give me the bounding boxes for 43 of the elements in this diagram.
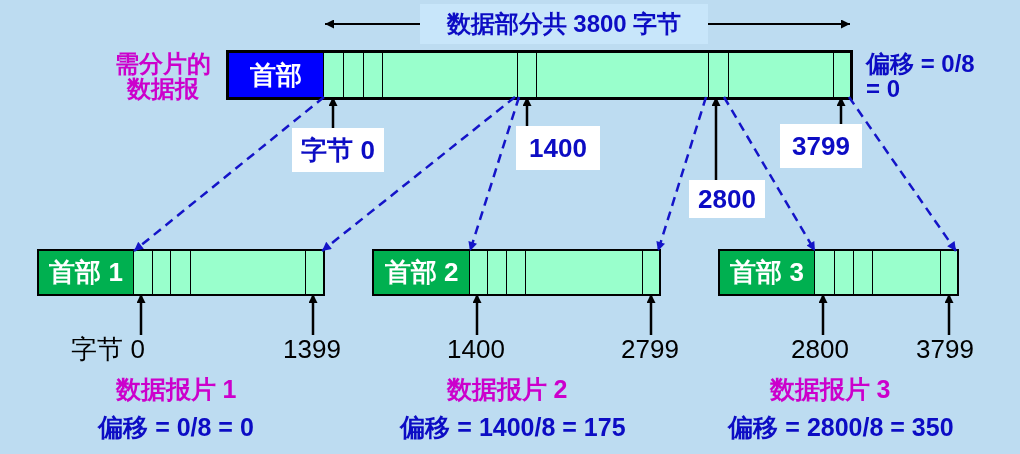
leader-arrow (136, 294, 146, 335)
leader-arrow (836, 97, 846, 124)
leader-arrow (472, 294, 482, 335)
data-segment (323, 53, 850, 97)
data-segment (133, 251, 323, 294)
header-block: 首部 (229, 53, 323, 97)
header-block: 首部 3 (720, 251, 814, 294)
byte-label: 字节 0 (292, 128, 384, 172)
byte-label: 1399 (283, 335, 341, 364)
byte-label: 1400 (447, 335, 505, 364)
byte-label: 1400 (516, 126, 600, 170)
offset-label: 偏移 = 1400/8 = 175 (400, 414, 626, 441)
dashed-arrow (722, 96, 817, 252)
leader-arrow (944, 294, 954, 335)
offset-label: 偏移 = 2800/8 = 350 (728, 414, 954, 441)
byte-label: 字节 0 (71, 335, 145, 364)
fragment-caption: 数据报片 2 (446, 376, 568, 403)
byte-label: 2799 (621, 335, 679, 364)
offset-label: 偏移 = 0/8 = 0 (866, 51, 976, 102)
dashed-arrow (468, 96, 521, 252)
byte-label: 3799 (780, 124, 862, 168)
byte-label: 2800 (689, 180, 765, 218)
header-block: 首部 1 (39, 251, 133, 294)
fragment-caption: 数据报片 1 (115, 376, 237, 403)
byte-label: 3799 (916, 335, 974, 364)
offset-label: 偏移 = 0/8 = 0 (98, 414, 254, 441)
data-segment (469, 251, 659, 294)
leader-arrow (711, 97, 721, 180)
leader-arrow (818, 294, 828, 335)
dashed-arrow (847, 96, 958, 252)
byte-label: 2800 (791, 335, 849, 364)
dashed-arrow (656, 96, 708, 252)
dimension-label: 数据部分共 3800 字节 (420, 4, 708, 44)
fragment-caption: 数据报片 3 (769, 376, 891, 403)
data-segment (814, 251, 957, 294)
dashed-arrow (133, 96, 325, 252)
header-block: 首部 2 (374, 251, 469, 294)
leader-arrow (646, 294, 656, 335)
datagram-caption: 需分片的数据报 (114, 51, 212, 102)
leader-arrow (308, 294, 318, 335)
leader-arrow (522, 97, 532, 126)
leader-arrow (328, 97, 338, 128)
dashed-arrow (321, 96, 516, 252)
